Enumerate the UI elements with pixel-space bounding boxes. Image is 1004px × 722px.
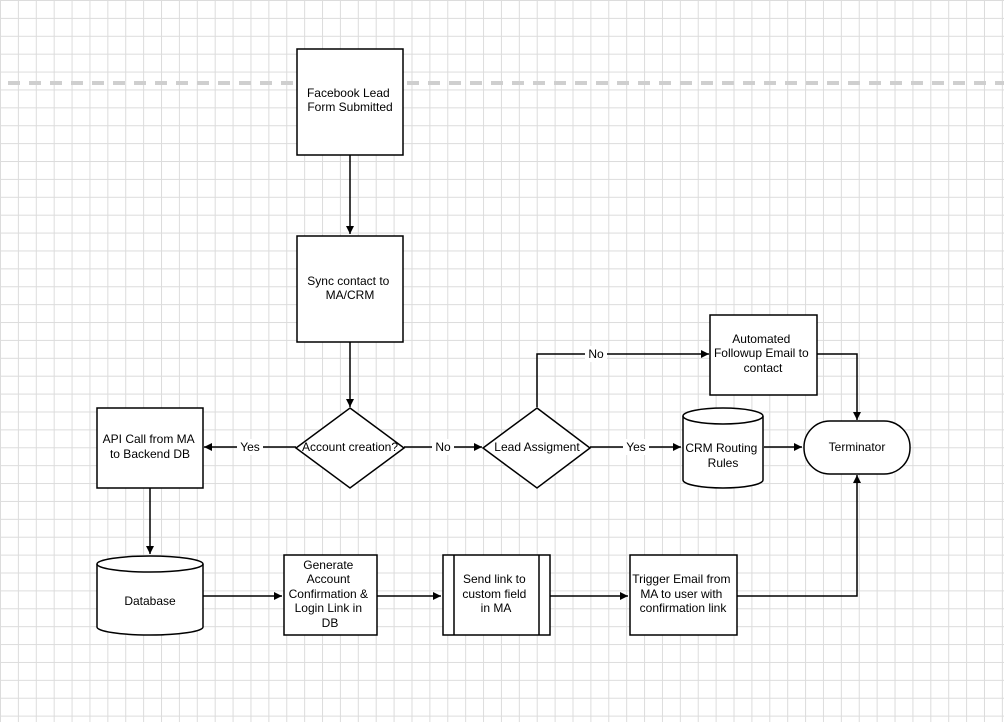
- trigger-email-shape[interactable]: [629, 554, 738, 636]
- crm-routing-label: CRM Routing Rules: [685, 441, 760, 470]
- database-label: Database: [124, 594, 176, 608]
- send-link-shape[interactable]: [442, 554, 551, 636]
- account-yes-label: Yes: [240, 440, 260, 454]
- automated-followup-node[interactable]: Automated Followup Email to contact: [709, 314, 818, 396]
- facebook-lead-shape[interactable]: [296, 48, 404, 156]
- sync-contact-node[interactable]: Sync contact to MA/CRM: [296, 235, 404, 343]
- send-link-label: Send link to custom field in MA: [462, 572, 529, 615]
- edge-followup-to-terminator[interactable]: [817, 353, 861, 420]
- account-creation-label: Account creation?: [302, 440, 398, 454]
- automated-followup-shape[interactable]: [709, 314, 818, 396]
- edge-lead-no[interactable]: [536, 350, 709, 407]
- trigger-email-node[interactable]: Trigger Email from MA to user with confi…: [629, 554, 738, 636]
- sync-contact-shape[interactable]: [296, 235, 404, 343]
- account-creation-diamond[interactable]: [294, 407, 406, 489]
- send-link-node[interactable]: Send link to custom field in MA: [442, 554, 551, 636]
- lead-yes-label-backing: [623, 439, 649, 455]
- sync-contact-label: Sync contact to MA/CRM: [307, 274, 392, 302]
- database-cylinder[interactable]: [96, 555, 204, 636]
- automated-followup-label: Automated Followup Email to contact: [714, 332, 812, 375]
- lead-assignment-diamond[interactable]: [481, 407, 592, 489]
- api-call-node[interactable]: API Call from MA to Backend DB: [96, 407, 204, 489]
- edges: [146, 155, 861, 600]
- terminator-node[interactable]: Terminator: [803, 420, 911, 475]
- facebook-lead-node[interactable]: Facebook Lead Form Submitted: [296, 48, 404, 156]
- crm-routing-node[interactable]: CRM Routing Rules: [682, 407, 764, 489]
- api-call-shape[interactable]: [96, 407, 204, 489]
- edge-trigger-to-terminator[interactable]: [737, 475, 861, 597]
- edge-labels: Yes No No Yes: [237, 346, 649, 455]
- generate-account-node[interactable]: Generate Account Confirmation & Login Li…: [283, 554, 378, 636]
- facebook-lead-label: Facebook Lead Form Submitted: [307, 86, 393, 114]
- lead-no-label-backing: [585, 346, 607, 362]
- lead-yes-label: Yes: [626, 440, 646, 454]
- account-no-label: No: [435, 440, 451, 454]
- generate-account-label: Generate Account Confirmation & Login Li…: [289, 558, 372, 630]
- account-creation-decision[interactable]: Account creation?: [294, 407, 406, 489]
- api-call-label: API Call from MA to Backend DB: [103, 432, 198, 461]
- crm-routing-cylinder[interactable]: [682, 407, 764, 489]
- lead-assignment-decision[interactable]: Lead Assigment: [481, 407, 592, 489]
- yes-label-backing: [237, 439, 263, 455]
- database-node[interactable]: Database: [96, 555, 204, 636]
- lead-no-label: No: [588, 347, 604, 361]
- database-cylinder-rim: [96, 563, 204, 573]
- no-label-backing: [432, 439, 454, 455]
- lead-assignment-label: Lead Assigment: [494, 440, 580, 454]
- terminator-label: Terminator: [829, 440, 886, 454]
- trigger-email-label: Trigger Email from MA to user with confi…: [632, 572, 734, 615]
- generate-account-shape[interactable]: [283, 554, 378, 636]
- terminator-shape[interactable]: [803, 420, 911, 475]
- crm-routing-cylinder-rim: [682, 415, 764, 425]
